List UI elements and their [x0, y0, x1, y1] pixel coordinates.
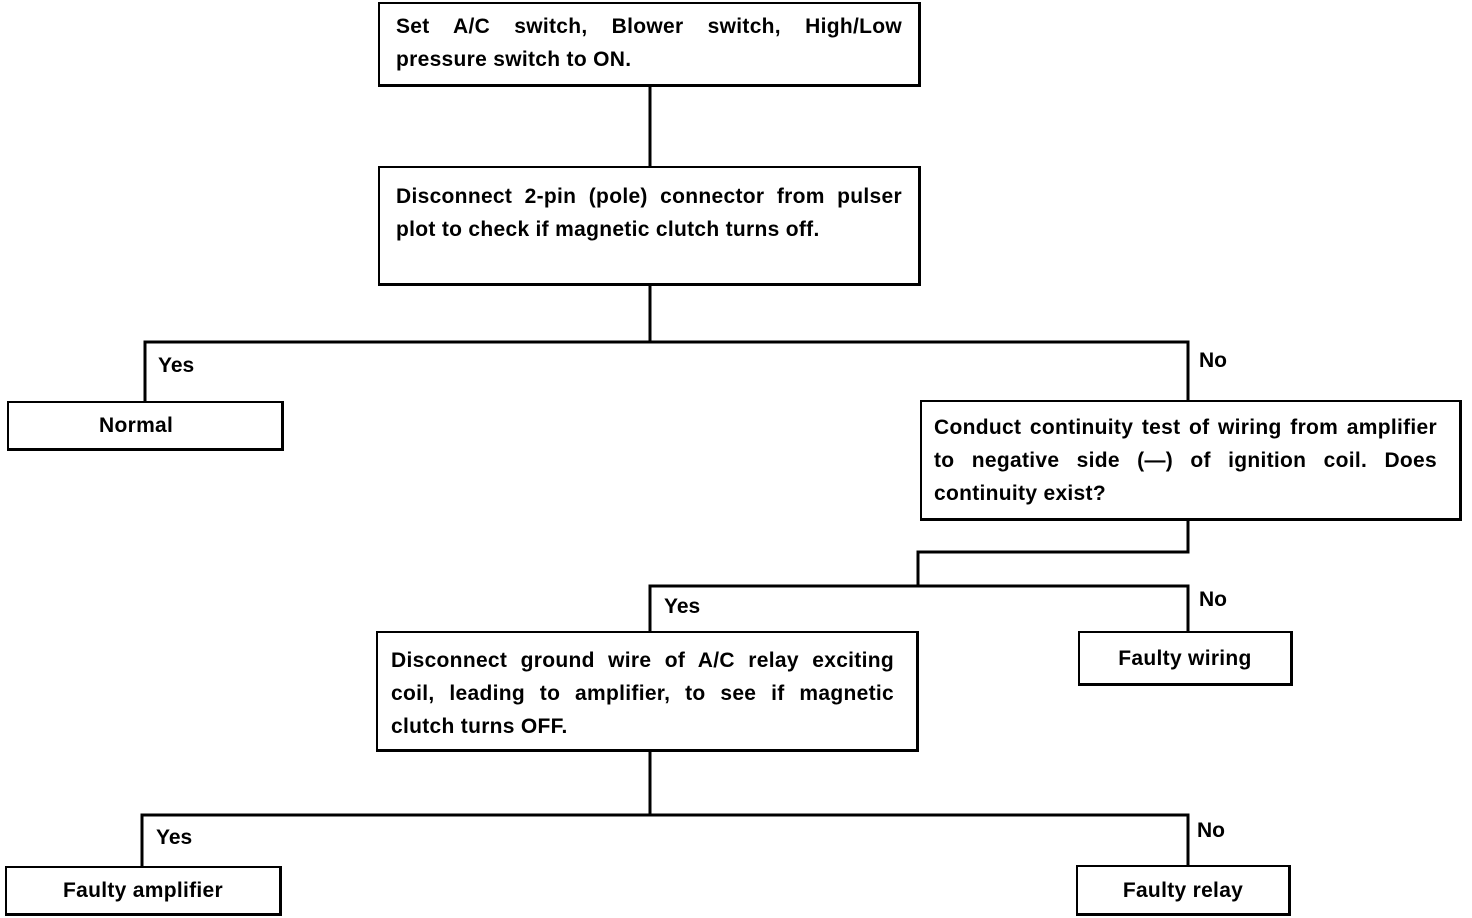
edge-continuity-down [916, 517, 1190, 588]
branch3-no-label: No [1197, 819, 1225, 842]
branch3-yes-label: Yes [156, 826, 193, 849]
node-disconnect-pulser-text: Disconnect 2-pin (pole) connector from p… [396, 185, 902, 241]
node-disconnect-pulser: Disconnect 2-pin (pole) connector from p… [378, 166, 921, 286]
branch1-yes-label: Yes [158, 354, 195, 377]
branch1-no-label: No [1199, 349, 1227, 372]
node-normal-text: Normal [99, 414, 174, 437]
node-start: Set A/C switch, Blower switch, High/Low … [378, 2, 921, 87]
node-disconnect-ground: Disconnect ground wire of A/C relay exci… [376, 631, 919, 752]
node-continuity-test: Conduct continuity test of wiring from a… [920, 400, 1462, 521]
node-faulty-amplifier-text: Faulty amplifier [62, 879, 223, 902]
node-faulty-wiring-text: Faulty wiring [1118, 646, 1252, 670]
node-start-text: Set A/C switch, Blower switch, High/Low … [396, 15, 902, 71]
node-faulty-wiring: Faulty wiring [1078, 631, 1293, 686]
node-faulty-relay: Faulty relay [1076, 865, 1291, 916]
branch2-no-label: No [1199, 588, 1227, 611]
node-faulty-relay-text: Faulty relay [1122, 878, 1244, 902]
branch2-yes-label: Yes [664, 595, 701, 618]
node-faulty-amplifier: Faulty amplifier [5, 866, 282, 916]
node-continuity-test-text: Conduct continuity test of wiring from a… [934, 416, 1437, 505]
node-disconnect-ground-text: Disconnect ground wire of A/C relay exci… [391, 649, 894, 738]
node-normal: Normal [7, 401, 284, 451]
